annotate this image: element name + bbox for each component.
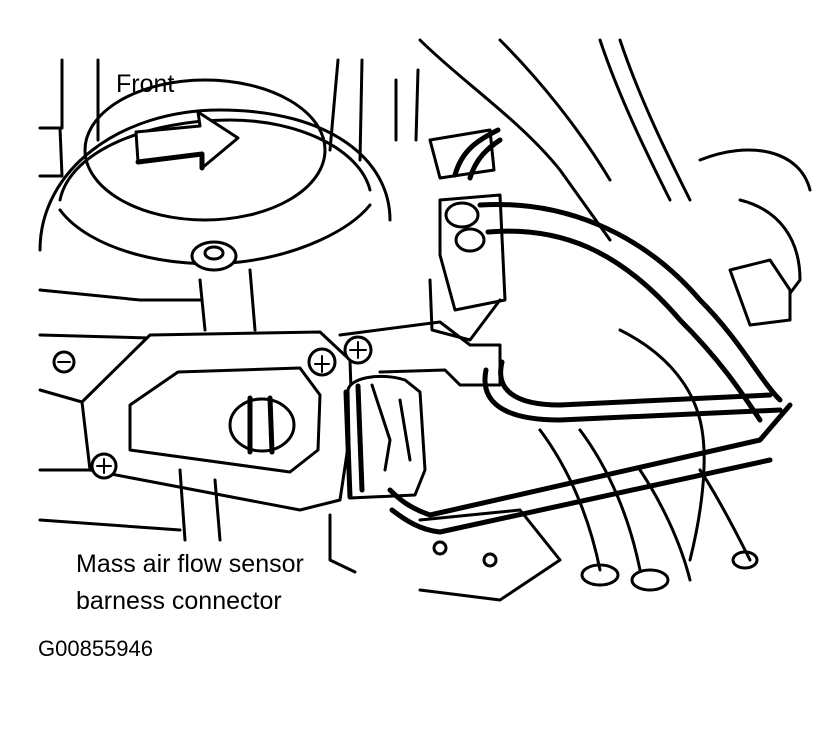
bottom-bracket [418, 508, 562, 602]
throttle-housing-outline [38, 108, 392, 252]
bottom-bracket-hole [432, 540, 448, 556]
arrow-shadow [135, 151, 205, 171]
sensor-plate-inner [128, 366, 322, 474]
left-pipe-stub [38, 126, 64, 178]
connector-edge [343, 383, 365, 500]
right-sensor-block [728, 258, 792, 327]
right-curve [698, 148, 812, 192]
lower-left-casing [38, 388, 182, 532]
maf-connector-label-line1: Mass air flow sensor [76, 550, 304, 578]
maf-harness-connector [346, 374, 427, 500]
boss-hole [203, 245, 225, 261]
pipe-end-2 [630, 568, 670, 592]
connector-grip [370, 383, 412, 472]
upper-sensor-body [428, 128, 496, 180]
valve-cap-lower [454, 227, 486, 253]
lower-casing-ribs [178, 468, 222, 542]
left-vertical-pipe [60, 58, 100, 142]
loop-hose-inner [498, 359, 773, 408]
pipe-end [580, 563, 620, 587]
right-bracket [738, 198, 802, 322]
valve-cap [444, 201, 480, 229]
harness-wire [387, 402, 793, 518]
bottom-bracket-hole-2 [482, 552, 498, 568]
harness-wire-lower [389, 457, 773, 535]
pipe-end-3 [731, 550, 759, 570]
right-vertical-pipe [394, 68, 420, 142]
upper-sensor-wire [452, 127, 503, 181]
far-right-tube [598, 38, 692, 202]
throttle-lower-rim [58, 203, 372, 266]
phillips-screw-icon [343, 335, 373, 365]
sensor-shaft [247, 395, 275, 455]
loop-hose [482, 367, 783, 423]
left-flange [38, 288, 202, 340]
leader-line [328, 513, 357, 574]
phillips-screw-icon [307, 347, 337, 377]
valve-base [428, 278, 502, 342]
right-upper-tube-2 [498, 38, 612, 182]
right-upper-tube [418, 38, 612, 242]
throttle-bore [83, 78, 327, 222]
sensor-shaft-cover [228, 397, 296, 453]
valve-body [438, 193, 507, 312]
center-vertical-pipe [328, 58, 364, 162]
lower-center-pipes [538, 428, 642, 572]
maf-connector-label-line2: barness connector [76, 587, 282, 615]
figure-code: G00855946 [38, 636, 153, 661]
right-lower-hose [618, 328, 706, 562]
upper-hose-inner [485, 228, 763, 423]
flange-ribs [198, 268, 257, 332]
phillips-screw-icon [90, 452, 118, 480]
upper-hose [477, 201, 783, 403]
mounting-boss [190, 240, 238, 272]
front-direction-label: Front [116, 70, 175, 98]
phillips-screw-icon [52, 350, 76, 374]
